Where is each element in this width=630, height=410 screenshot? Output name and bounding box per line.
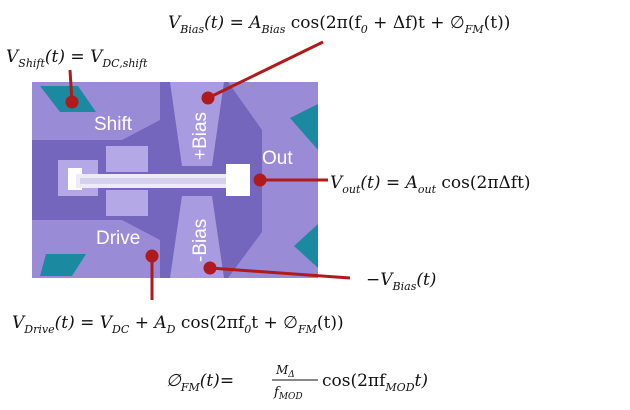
phi-fm-numerator: MΔ xyxy=(275,363,295,380)
drive-teal-patch xyxy=(40,254,86,276)
out-label: Out xyxy=(262,148,293,169)
eq-v-drive: VDrive(t) = VDC + AD cos(2πf0t + ∅FM(t)) xyxy=(12,313,344,336)
minus-bias-electrode xyxy=(170,196,224,278)
plus-bias-label: +Bias xyxy=(190,112,211,160)
minus-bias-label: -Bias xyxy=(190,219,211,262)
out-teal-patch-top xyxy=(290,104,318,150)
eq-v-out: Vout(t) = Aout cos(2πΔft) xyxy=(330,173,531,196)
leader-neg-bias-dot xyxy=(203,261,217,275)
leader-bias-dot xyxy=(201,91,215,105)
leader-out-dot xyxy=(253,173,267,187)
resonator-beam-core xyxy=(80,178,240,184)
eq-phi-fm: ∅FM(t)= MΔ fMOD cos(2πfMODt) xyxy=(166,363,428,402)
eq-v-bias: VBias(t) = ABias cos(2π(f0 + Δf)t + ∅FM(… xyxy=(168,13,510,36)
out-teal-patch-bottom xyxy=(294,224,318,268)
svg-text:cos(2πfMODt): cos(2πfMODt) xyxy=(322,371,428,394)
lower-comb xyxy=(106,190,148,216)
drive-label: Drive xyxy=(96,228,140,249)
leader-bias xyxy=(207,40,324,100)
right-anchor xyxy=(226,164,250,196)
eq-neg-v-bias: −VBias(t) xyxy=(366,270,436,293)
svg-text:∅FM(t)=: ∅FM(t)= xyxy=(166,371,234,394)
upper-comb xyxy=(106,146,148,172)
shift-label: Shift xyxy=(94,114,133,135)
eq-v-shift: VShift(t) = VDC,shift xyxy=(6,47,148,70)
leader-neg-bias xyxy=(209,266,351,280)
leader-lines xyxy=(65,40,351,300)
leader-shift-dot xyxy=(65,95,79,109)
phi-fm-denominator: fMOD xyxy=(273,385,303,402)
leader-drive-dot xyxy=(145,249,159,263)
